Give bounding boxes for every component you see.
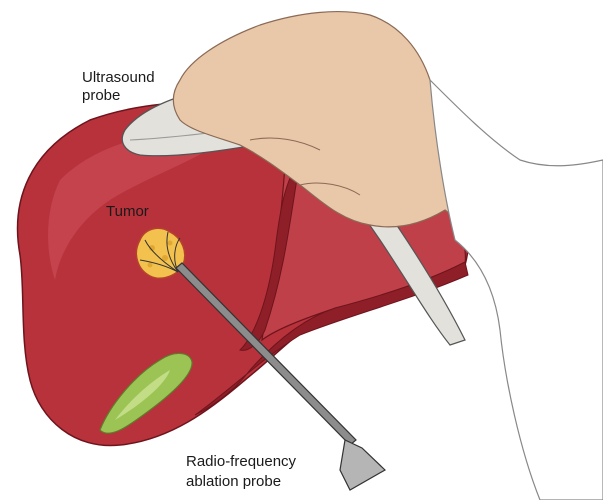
label-rf-line1: Radio-frequency <box>186 453 297 470</box>
label-tumor: Tumor <box>106 203 149 220</box>
label-ultrasound-line2: probe <box>82 87 120 104</box>
sleeve <box>430 80 603 500</box>
label-rf-line2: ablation probe <box>186 473 281 490</box>
label-ultrasound-line1: Ultrasound <box>82 69 155 86</box>
